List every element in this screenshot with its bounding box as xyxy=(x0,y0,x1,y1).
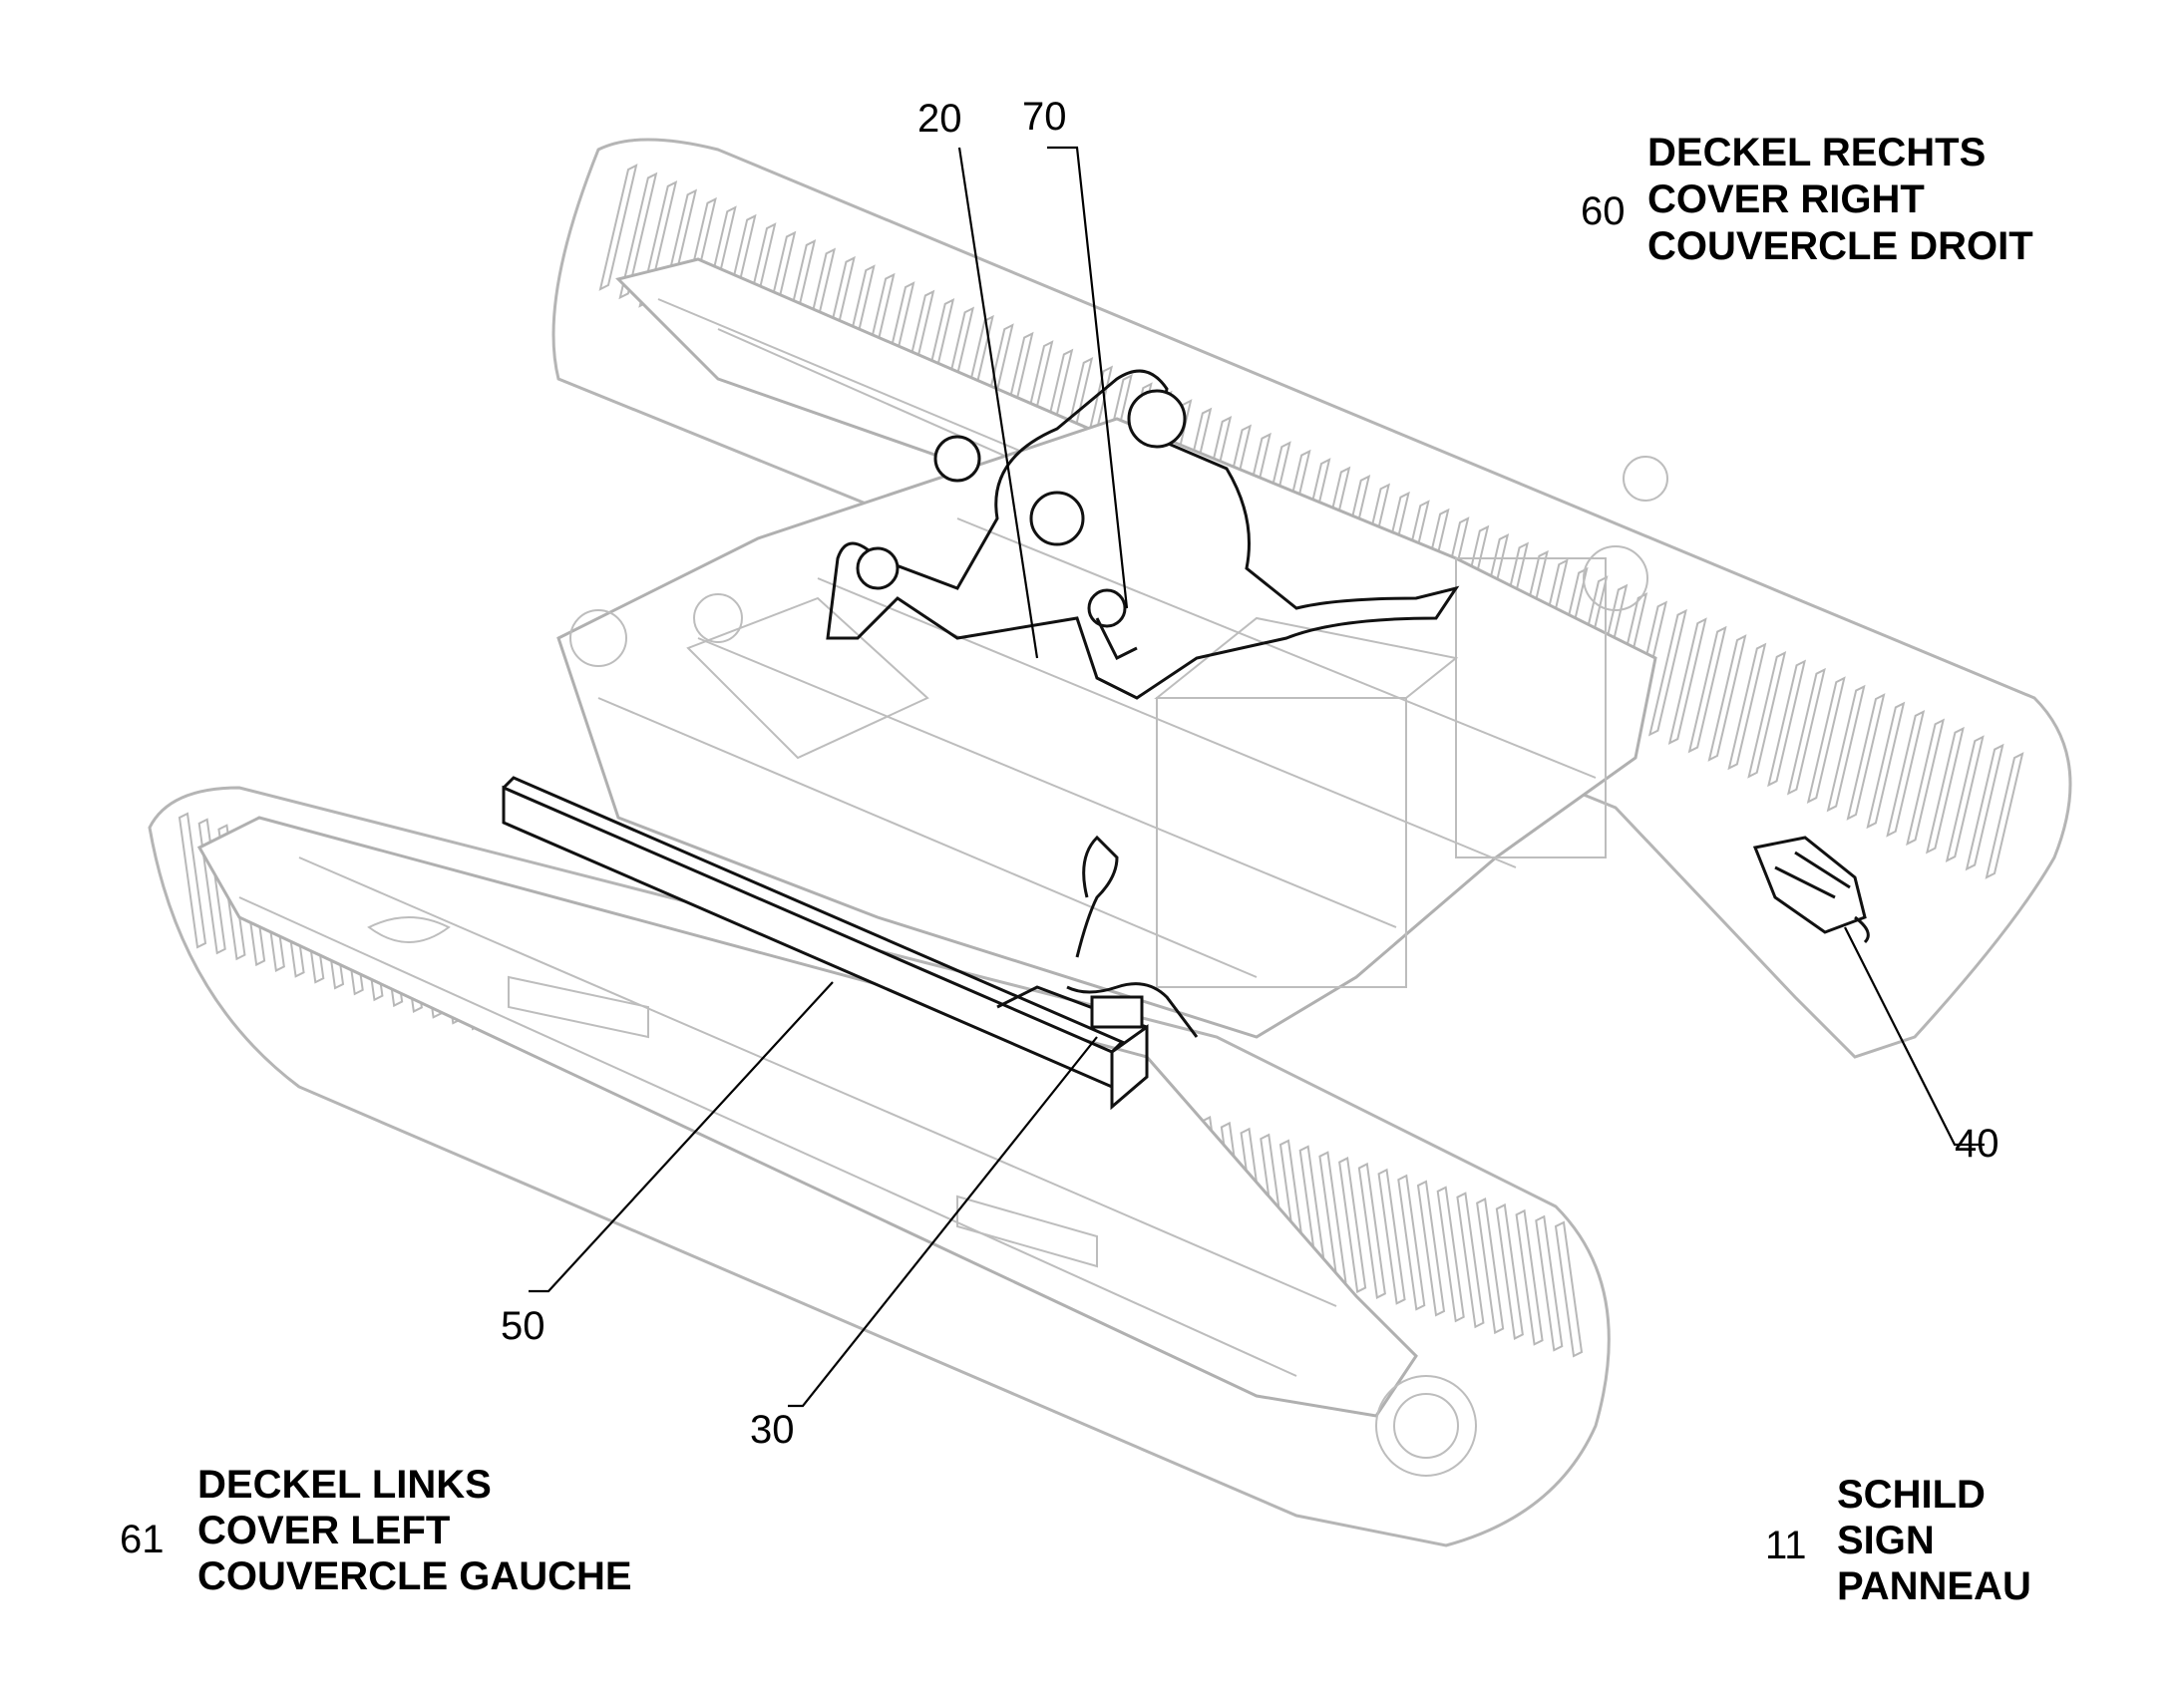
label-cover-left-number: 61 xyxy=(120,1518,165,1561)
track-shoe xyxy=(1495,1202,1524,1340)
leader-40 xyxy=(1844,926,1985,1147)
track-shoe xyxy=(1647,608,1687,737)
label-cover-left-line1: DECKEL LINKS xyxy=(197,1463,492,1507)
track-shoe xyxy=(1906,718,1946,847)
track-shoe xyxy=(1786,667,1826,796)
track-shoe xyxy=(1925,726,1965,854)
track-shoe xyxy=(1397,1174,1426,1311)
track-shoe xyxy=(1476,1197,1505,1335)
label-cover-left-line3: COUVERCLE GAUCHE xyxy=(197,1554,632,1598)
bracket-outline xyxy=(826,369,1460,700)
track-shoe xyxy=(1436,1186,1465,1323)
valve-block-40 xyxy=(1752,836,1870,944)
track-shoe xyxy=(1965,743,2004,871)
callout-70: 70 xyxy=(1022,95,1067,139)
label-sign-line2: SIGN xyxy=(1837,1519,1935,1562)
track-shoe xyxy=(1338,1157,1367,1294)
cover-bar-50 xyxy=(502,776,1149,1111)
label-sign-line1: SCHILD xyxy=(1837,1473,1986,1517)
front-side-frame-body xyxy=(196,816,1418,1418)
leader-lines xyxy=(529,146,1985,1408)
leader-70 xyxy=(1047,146,1129,609)
track-shoe xyxy=(1727,642,1767,771)
callout-20: 20 xyxy=(917,97,962,141)
label-cover-right: 60 DECKEL RECHTS COVER RIGHT COUVERCLE D… xyxy=(1581,131,2033,268)
track-shoe xyxy=(1416,1180,1446,1317)
track-shoe xyxy=(1707,634,1747,762)
track-shoe xyxy=(197,818,226,955)
leader-30 xyxy=(788,1036,1098,1408)
track-shoe xyxy=(1554,1220,1584,1358)
track-shoe xyxy=(1866,701,1906,830)
track-shoe xyxy=(1985,752,2024,879)
track-shoe xyxy=(1515,1208,1544,1346)
track-shoe xyxy=(217,824,246,961)
label-cover-right-line3: COUVERCLE DROIT xyxy=(1647,224,2033,268)
hose-assembly-30 xyxy=(1066,835,1199,1038)
track-shoe xyxy=(178,812,207,949)
label-cover-right-line1: DECKEL RECHTS xyxy=(1647,131,1986,174)
label-cover-right-number: 60 xyxy=(1581,189,1626,233)
track-shoe xyxy=(1357,1162,1386,1299)
track-shoe xyxy=(1945,735,1985,862)
slewing-bracket-20 xyxy=(826,369,1460,700)
label-sign-line3: PANNEAU xyxy=(1837,1564,2031,1608)
leader-20 xyxy=(957,147,1039,659)
track-shoe xyxy=(1886,710,1926,838)
track-shoe xyxy=(1667,617,1707,745)
track-shoe xyxy=(618,171,658,300)
track-shoe xyxy=(1535,1214,1564,1352)
label-cover-left-line2: COVER LEFT xyxy=(197,1509,450,1552)
label-cover-left: 61 DECKEL LINKS COVER LEFT COUVERCLE GAU… xyxy=(120,1463,632,1598)
track-shoe xyxy=(598,164,638,291)
callout-50: 50 xyxy=(501,1304,545,1348)
center-frame xyxy=(556,417,1668,1039)
callout-30: 30 xyxy=(750,1408,795,1452)
track-shoe xyxy=(1377,1168,1406,1305)
front-track-outline xyxy=(148,786,1611,1547)
rear-track-outline xyxy=(551,138,2072,1059)
callout-40: 40 xyxy=(1955,1122,1999,1166)
track-shoe xyxy=(1747,651,1787,779)
leader-50 xyxy=(529,981,834,1293)
track-shoe xyxy=(1846,693,1886,821)
label-sign: 11 SCHILD SIGN PANNEAU xyxy=(1765,1473,2031,1608)
track-shoe xyxy=(1456,1192,1485,1329)
center-frame-body xyxy=(556,417,1657,1039)
front-side-frame xyxy=(196,816,1477,1477)
track-shoe xyxy=(1687,625,1727,754)
track-shoe xyxy=(1806,676,1846,804)
track-shoe xyxy=(1767,659,1807,788)
label-cover-right-line2: COVER RIGHT xyxy=(1647,177,1925,221)
track-shoe xyxy=(1826,684,1866,813)
label-sign-number: 11 xyxy=(1765,1524,1807,1567)
rotary-joint-70 xyxy=(1087,588,1127,628)
